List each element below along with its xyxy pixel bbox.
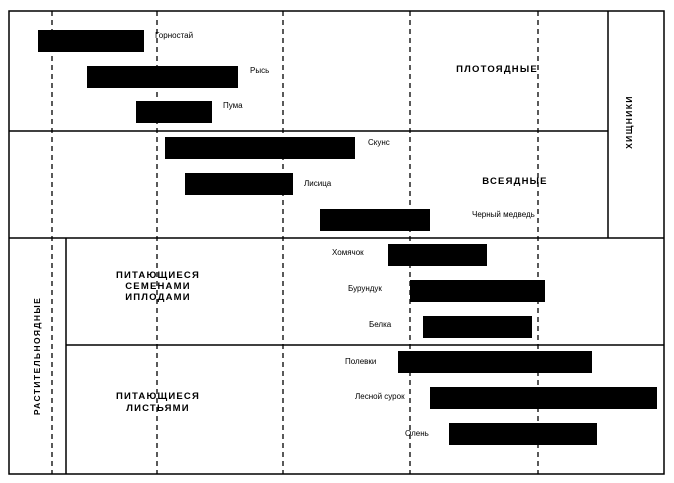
category-seed-fruit-line-1: ПИТАЮЩИЕСЯ: [116, 270, 200, 281]
bar-ermine: [38, 30, 144, 52]
label-skunk: Скунс: [368, 138, 390, 147]
bar-lynx: [87, 66, 238, 88]
bar-puma: [136, 101, 212, 123]
label-woodchuck: Лесной сурок: [355, 392, 405, 401]
label-hamster: Хомячок: [332, 248, 364, 257]
bar-chipmunk: [410, 280, 545, 302]
animal-bars: [38, 30, 657, 445]
bar-hamster: [388, 244, 487, 266]
animal-labels: Горностай Рысь Пума Скунс Лисица Черный …: [155, 31, 535, 438]
category-omnivorous: ВСЕЯДНЫЕ: [482, 176, 547, 187]
category-leaf-line-2: ЛИСТЬЯМИ: [126, 403, 190, 414]
label-puma: Пума: [223, 101, 243, 110]
label-black-bear: Черный медведь: [472, 210, 535, 219]
category-labels: ПЛОТОЯДНЫЕ ВСЕЯДНЫЕ ПИТАЮЩИЕСЯ СЕМЕНАМИ …: [116, 64, 547, 414]
bar-voles: [398, 351, 592, 373]
bar-woodchuck: [430, 387, 657, 409]
bar-fox: [185, 173, 293, 195]
category-seed-fruit-line-3: ИПЛОДАМИ: [125, 292, 191, 303]
bar-skunk: [165, 137, 355, 159]
bar-deer: [449, 423, 597, 445]
label-lynx: Рысь: [250, 66, 269, 75]
label-squirrel: Белка: [369, 320, 392, 329]
group-label-carnivores: ХИЩНИКИ: [624, 95, 634, 149]
label-chipmunk: Бурундук: [348, 284, 382, 293]
bar-black-bear: [320, 209, 430, 231]
outer-border: [8, 10, 665, 475]
category-leaf-line-1: ПИТАЮЩИЕСЯ: [116, 391, 200, 402]
bar-squirrel: [423, 316, 532, 338]
group-label-herbivores: РАСТИТЕЛЬНОЯДНЫЕ: [32, 297, 42, 415]
label-fox: Лисица: [304, 179, 332, 188]
label-ermine: Горностай: [155, 31, 193, 40]
label-voles: Полевки: [345, 357, 376, 366]
category-carnivorous: ПЛОТОЯДНЫЕ: [456, 64, 538, 75]
label-deer: Олень: [405, 429, 429, 438]
category-seed-fruit-line-2: СЕМЕНАМИ: [125, 281, 191, 292]
frame: [8, 10, 665, 475]
